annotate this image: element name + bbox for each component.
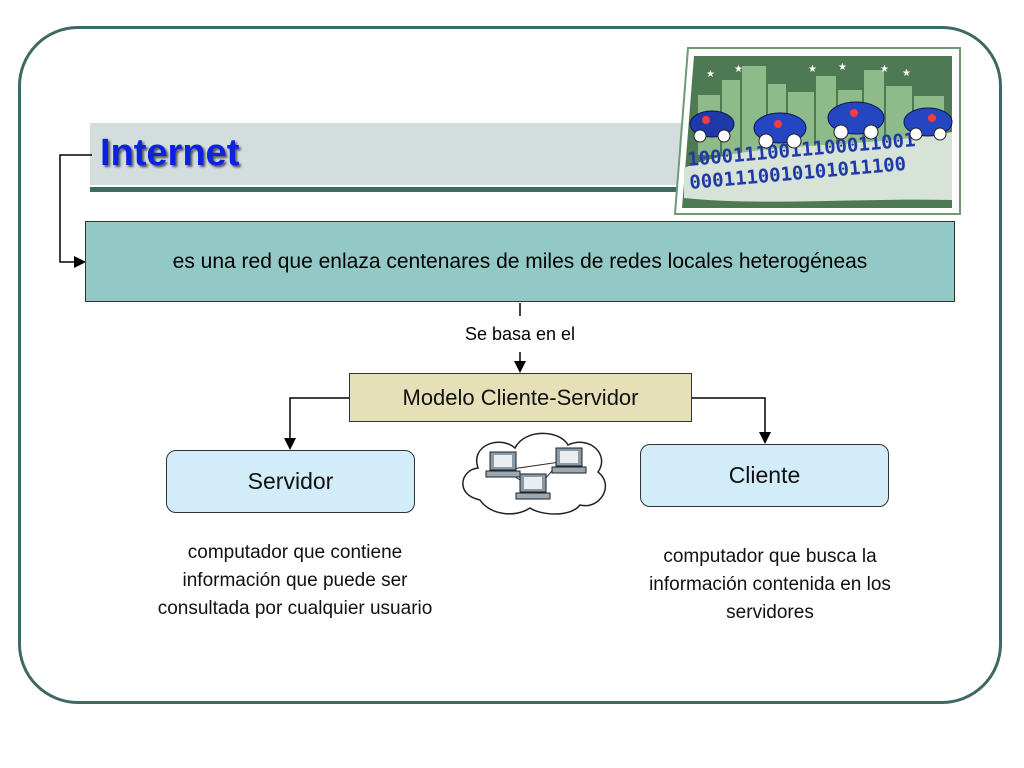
slide-title: Internet	[100, 132, 240, 174]
model-to-server-connector	[284, 397, 349, 450]
server-node: Servidor	[166, 450, 415, 513]
car-icon	[903, 107, 953, 141]
car-icon	[753, 112, 807, 149]
server-description: computador que contiene información que …	[157, 542, 433, 619]
title-bar	[90, 123, 710, 185]
title-to-definition-connector	[59, 154, 92, 268]
svg-text:★: ★	[706, 69, 715, 80]
car-icon	[689, 110, 735, 143]
definition-box: es una red que enlaza centenares de mile…	[85, 221, 955, 302]
relation-label: Se basa en el	[464, 324, 576, 344]
svg-text:★: ★	[808, 64, 817, 75]
computer-icon	[485, 451, 521, 478]
computer-icon	[515, 473, 551, 500]
client-description: computador que busca la información cont…	[649, 546, 891, 623]
svg-text:★: ★	[734, 64, 743, 75]
title-underline	[90, 187, 910, 192]
svg-text:★: ★	[880, 64, 889, 75]
svg-text:★: ★	[838, 62, 847, 73]
model-to-client-connector	[692, 397, 771, 444]
svg-text:★: ★	[902, 68, 911, 79]
slide-frame	[18, 26, 1002, 704]
car-icon	[827, 101, 885, 140]
client-node: Cliente	[640, 444, 889, 507]
model-box: Modelo Cliente-Servidor	[349, 373, 692, 422]
computer-icon	[551, 447, 587, 474]
